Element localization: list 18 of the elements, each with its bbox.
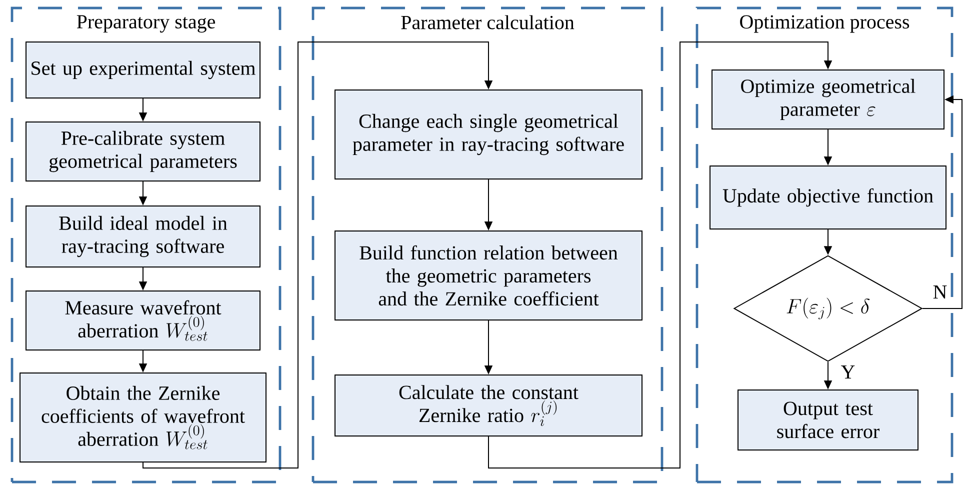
- edge-label: Y: [840, 364, 856, 380]
- process-box: Set up experimental system: [26, 42, 260, 98]
- panel-title: Preparatory stage: [75, 14, 217, 34]
- process-box: Measure wavefront aberration $W_{test}^{(0)}$: [26, 290, 260, 350]
- process-box: Pre-calibrate system geometrical parameters: [26, 122, 260, 182]
- process-box: Build function relation between the geometric parameters and the Zernike coefficient: [334, 230, 642, 320]
- process-box: Optimize geometrical parameter $\varepsilon$: [712, 70, 944, 130]
- panel-title: Parameter calculation: [400, 14, 576, 30]
- process-box: Build ideal model in ray-tracing software: [26, 206, 260, 268]
- process-box: Calculate the constant Zernike ratio $r_i^{(j)}$: [334, 374, 642, 436]
- arrow: [488, 42, 832, 468]
- process-box: Output test surface error: [738, 390, 918, 450]
- process-box: Change each single geometrical parameter in ray-tracing software: [334, 90, 642, 180]
- process-box: Update objective function: [710, 166, 946, 230]
- edge-label: N: [932, 284, 948, 300]
- panel-title: Optimization process: [738, 14, 911, 34]
- process-box: Obtain the Zernike coefficients of wavefront aberration $W_{test}^{(0)}$: [20, 372, 266, 462]
- arrow: [142, 42, 493, 468]
